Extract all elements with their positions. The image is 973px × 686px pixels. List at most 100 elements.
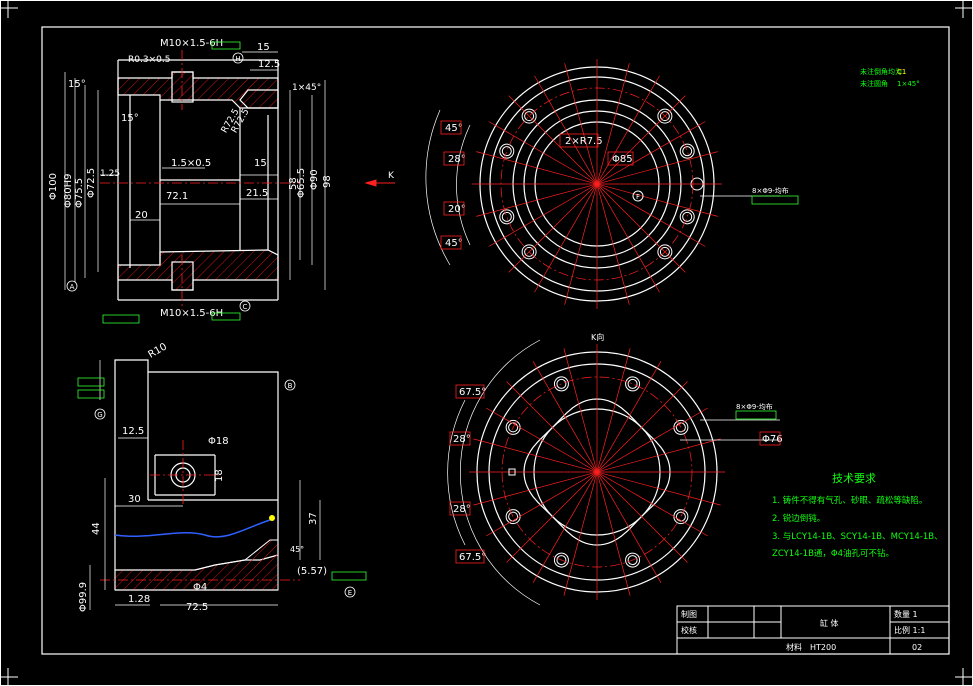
- bolt-holes-top-right: [499, 108, 695, 260]
- dia-58: 58: [288, 177, 299, 190]
- dia-80h9: Φ80H9: [63, 174, 74, 208]
- angle-15-a: 15°: [68, 79, 86, 90]
- ang-67-5-b: 67.5°: [459, 552, 486, 563]
- angle-45-label: 45°: [290, 545, 304, 554]
- dim-15-mid: 15: [254, 158, 267, 169]
- tech-requirements: 技术要求 1. 铸件不得有气孔、砂眼、疏松等缺陷。 2. 锐边倒钝。 3. 与L…: [772, 472, 943, 559]
- dia-99-9-label: Φ99.9: [78, 582, 89, 612]
- bolt-hole: [553, 552, 569, 568]
- dim-5-57-label: (5.57): [297, 566, 327, 577]
- chamfer-1x45: 1×45°: [292, 83, 321, 93]
- dim-1-25: 1.25: [100, 169, 120, 179]
- tech-item-3: 3. 与LCY14-1B、SCY14-1B、MCY14-1B、: [772, 532, 943, 542]
- datum-e: E: [348, 589, 352, 597]
- dia-100: Φ100: [48, 173, 59, 200]
- dim-72-5-label: 72.5: [186, 602, 208, 613]
- center-ray: [473, 438, 721, 506]
- dia-90: Φ90: [309, 169, 320, 190]
- ang-20: 20°: [448, 204, 466, 215]
- k-view-label: K向: [591, 332, 604, 342]
- dim-37-label: 37: [308, 512, 319, 525]
- dia-76-label: Φ76: [762, 434, 783, 445]
- datum-a: A: [70, 283, 75, 291]
- dim-72-1: 72.1: [166, 191, 188, 202]
- dim-18-label: 18: [214, 469, 225, 482]
- dim-20: 20: [135, 210, 148, 221]
- tech-item-4: ZCY14-1B通，Φ4油孔可不钻。: [772, 548, 894, 559]
- flange-view-bottom-right: K向 67.5° 28° 28° 67.5° 8×Φ9-均布 Φ76: [447, 332, 783, 606]
- title-block: 制图 校核 缸 体 数量 1 比例 1:1 材料 HT200 02: [676, 605, 950, 655]
- bolt-hole: [657, 244, 673, 260]
- dim-44-label: 44: [91, 522, 102, 535]
- dim-12-5: 12.5: [258, 59, 280, 70]
- hole-note-tr: 8×Φ9-均布: [752, 186, 789, 195]
- hatched-oil-channel: [114, 539, 279, 591]
- thread-top-label: M10×1.5-6H: [160, 38, 223, 49]
- dia-65-5: Φ65.5: [296, 168, 307, 198]
- tb-material-label: 材料: [786, 642, 802, 652]
- thread-bottom-label: M10×1.5-6H: [160, 308, 223, 319]
- tb-checked: 校核: [681, 625, 697, 635]
- k-view-arrow: [364, 179, 395, 187]
- arrow-k-label: K: [388, 171, 395, 181]
- ang-45-a: 45°: [445, 123, 463, 134]
- tb-material: HT200: [810, 643, 836, 652]
- bolt-hole: [499, 209, 515, 225]
- datum-c: C: [243, 303, 248, 311]
- corner-note: 未注倒角均为 未注圆角 C1 1×45°: [860, 67, 920, 88]
- bolt-hole: [625, 552, 641, 568]
- dia-4-label: Φ4: [193, 582, 207, 593]
- datum-g: G: [97, 411, 102, 419]
- bore-label: 1.5×0.5: [171, 158, 211, 169]
- dim-21-5: 21.5: [246, 188, 268, 199]
- angle-15-b: 15°: [121, 113, 139, 124]
- dia-18-label: Φ18: [208, 436, 229, 447]
- r10-label: R10: [146, 341, 169, 360]
- tb-quantity: 数量 1: [894, 609, 918, 619]
- corner-note-line2: 未注圆角: [860, 79, 888, 88]
- r-2x-label: 2×R7.5: [565, 136, 603, 147]
- ang-67-5-a: 67.5°: [459, 387, 486, 398]
- section-view-top-left: M10×1.5-6H R0.3×0.5 15 12.5 15° 15° 1×45…: [48, 38, 395, 324]
- center-ray: [476, 151, 718, 217]
- hole-note-br: 8×Φ9-均布: [736, 402, 773, 411]
- hatched-wall-top: [117, 71, 279, 291]
- datum-b2: B: [288, 382, 293, 390]
- dia-75-5: Φ75.5: [74, 178, 85, 208]
- hidden-line-blue: [114, 519, 271, 538]
- tb-drawn: 制图: [681, 609, 697, 619]
- tb-sheet: 02: [912, 643, 922, 652]
- tech-item-2: 2. 锐边倒钝。: [772, 513, 825, 524]
- dim-15-top: 15: [257, 42, 270, 53]
- corner-note-val2: 1×45°: [897, 80, 920, 88]
- dia-98: 98: [322, 175, 333, 188]
- bolt-hole: [521, 108, 537, 124]
- datum-h: H: [235, 55, 240, 63]
- tech-title: 技术要求: [832, 472, 876, 485]
- tb-part-name: 缸 体: [820, 618, 839, 628]
- tech-item-1: 1. 铸件不得有气孔、砂眼、疏松等缺陷。: [772, 495, 927, 506]
- ang-28-b2: 28°: [453, 504, 471, 515]
- flange-view-top-right: 45° 28° 20° 45° 2×R7.5 Φ85 8×Φ9-均布 F: [425, 59, 799, 309]
- bolt-hole: [657, 108, 673, 124]
- ang-45-b: 45°: [445, 238, 463, 249]
- bolt-holes-bottom-right: [505, 376, 689, 568]
- chamfer-label: R0.3×0.5: [128, 55, 170, 65]
- bolt-hole: [679, 143, 695, 159]
- corner-note-val1: C1: [897, 68, 906, 76]
- datum-f: F: [636, 193, 640, 201]
- dia-72-5: Φ72.5: [86, 168, 97, 198]
- dim-1-28-label: 1.28: [128, 594, 150, 605]
- tb-scale: 比例 1:1: [894, 625, 925, 635]
- bolt-hole: [679, 209, 695, 225]
- dia-85-label: Φ85: [612, 154, 633, 165]
- dim-12-5-b: 12.5: [122, 426, 144, 437]
- bolt-hole: [625, 376, 641, 392]
- corner-note-line1: 未注倒角均为: [860, 67, 902, 76]
- side-view-bottom-left: R10 12.5 Φ18 18 30 44 37 (5.57) 1.28 72.…: [77, 341, 367, 613]
- bolt-hole: [521, 244, 537, 260]
- bolt-hole: [499, 143, 515, 159]
- ang-28-b1: 28°: [453, 434, 471, 445]
